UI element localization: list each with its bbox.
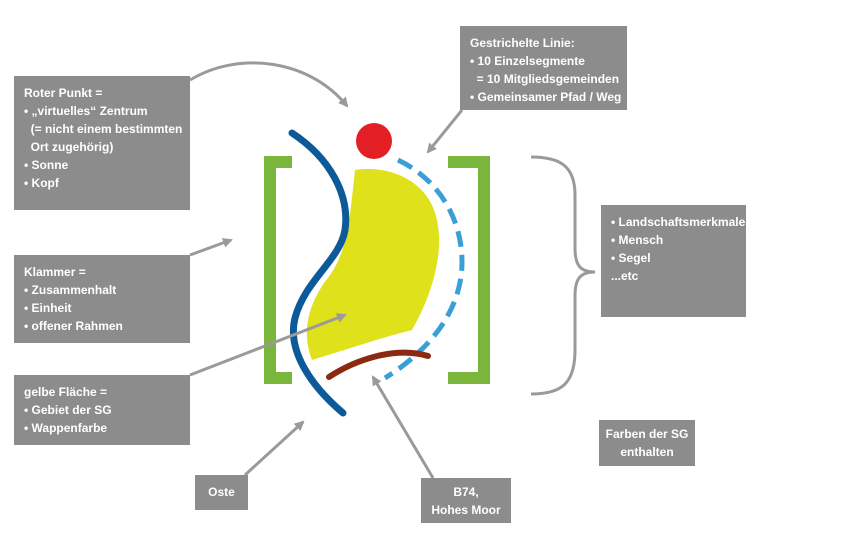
arrow-oste bbox=[243, 420, 305, 477]
callout-line: Hohes Moor bbox=[431, 503, 501, 517]
callout-line: • Gebiet der SG bbox=[24, 403, 112, 417]
callout-line: Ort zugehörig) bbox=[24, 140, 114, 154]
callout-line: • offener Rahmen bbox=[24, 319, 123, 333]
callout-line: Gestrichelte Linie: bbox=[470, 36, 575, 50]
arrow-klammer bbox=[189, 238, 233, 257]
curly-brace bbox=[530, 155, 596, 396]
callout-line: B74, bbox=[453, 485, 479, 499]
callout-line: (= nicht einem bestimmten bbox=[24, 122, 183, 136]
callout-line: Klammer = bbox=[24, 265, 86, 279]
callout-line: • Sonne bbox=[24, 158, 69, 172]
callout-line: • Gemeinsamer Pfad / Weg bbox=[470, 90, 622, 104]
callout-gelbe-flaeche: gelbe Fläche = • Gebiet der SG • Wappenf… bbox=[14, 375, 190, 445]
red-dot bbox=[356, 123, 392, 159]
callout-line: • Landschaftsmerkmale bbox=[611, 215, 746, 229]
callout-landschaft: • Landschaftsmerkmale • Mensch • Segel .… bbox=[601, 205, 746, 317]
callout-line: enthalten bbox=[620, 445, 674, 459]
left-bracket bbox=[264, 156, 292, 384]
callout-line: • „virtuelles“ Zentrum bbox=[24, 104, 148, 118]
arrow-roter-punkt bbox=[189, 61, 349, 108]
right-bracket bbox=[448, 156, 490, 384]
callout-gestrichelte-linie: Gestrichelte Linie: • 10 Einzelsegmente … bbox=[460, 26, 627, 110]
arrow-gelbe-flaeche bbox=[189, 313, 347, 377]
callout-line: = 10 Mitgliedsgemeinden bbox=[470, 72, 620, 86]
yellow-area bbox=[306, 169, 440, 360]
callout-roter-punkt: Roter Punkt = • „virtuelles“ Zentrum (= … bbox=[14, 76, 190, 210]
river-oste bbox=[288, 129, 350, 417]
arrow-gestrichelte-linie bbox=[426, 109, 464, 154]
callout-line: Roter Punkt = bbox=[24, 86, 103, 100]
callout-line: • Segel bbox=[611, 251, 651, 265]
callout-farben: Farben der SG enthalten bbox=[599, 420, 695, 466]
callout-line: • Wappenfarbe bbox=[24, 421, 108, 435]
callout-oste: Oste bbox=[195, 475, 248, 510]
callout-line: Farben der SG bbox=[605, 427, 689, 441]
callout-b74: B74, Hohes Moor bbox=[421, 478, 511, 523]
arrow-b74 bbox=[371, 375, 435, 479]
callout-line: • Mensch bbox=[611, 233, 664, 247]
callout-line: ...etc bbox=[611, 269, 639, 283]
callout-line: gelbe Fläche = bbox=[24, 385, 108, 399]
callout-line: • Kopf bbox=[24, 176, 59, 190]
dashed-path bbox=[383, 157, 465, 381]
callout-line: • Zusammenhalt bbox=[24, 283, 117, 297]
callout-line: • Einheit bbox=[24, 301, 72, 315]
callout-klammer: Klammer = • Zusammenhalt • Einheit • off… bbox=[14, 255, 190, 343]
callout-line: • 10 Einzelsegmente bbox=[470, 54, 585, 68]
road-b74 bbox=[326, 349, 431, 380]
callout-line: Oste bbox=[208, 485, 235, 499]
